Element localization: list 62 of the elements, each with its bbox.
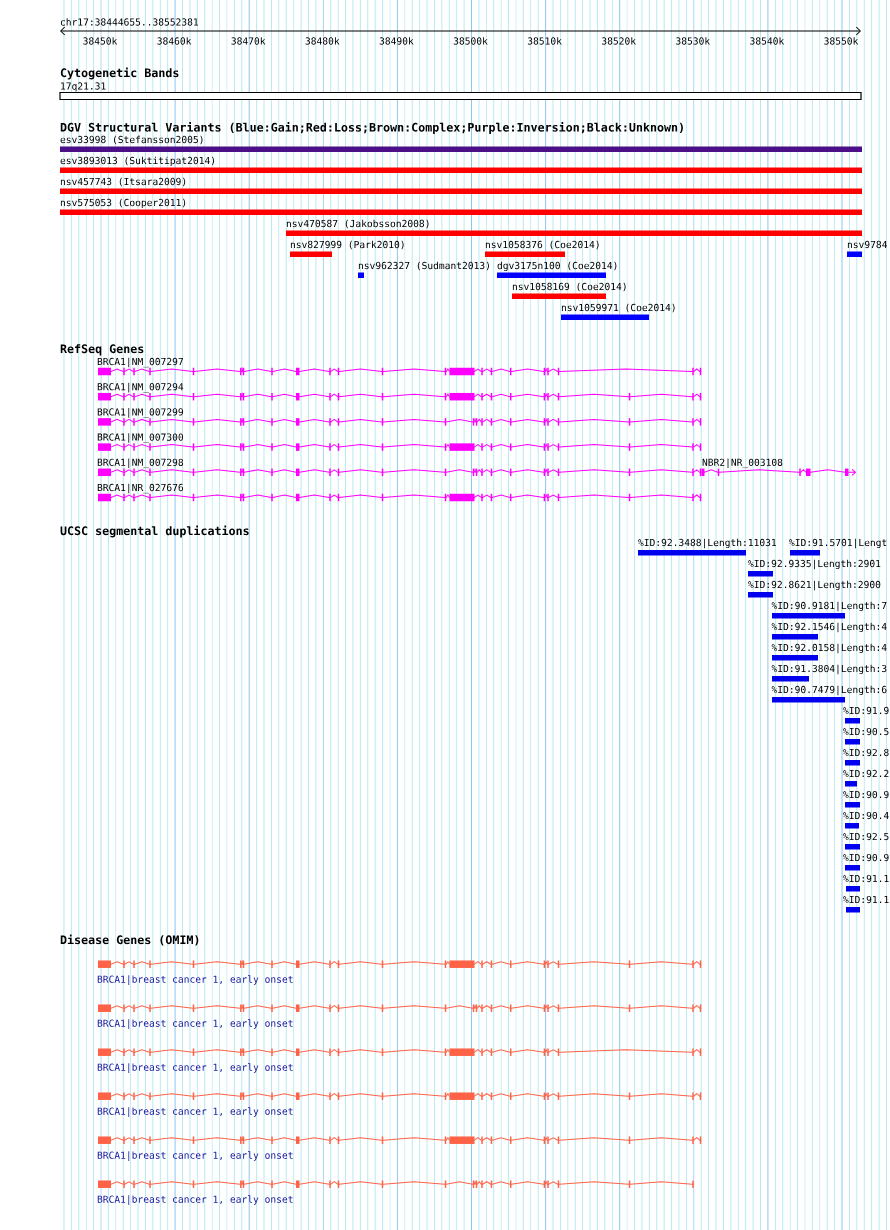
- duplication-label: %ID:91.1: [843, 895, 889, 904]
- gene-label: BRCA1|NM_007298: [97, 458, 184, 469]
- band-label: 17q21.31: [61, 82, 106, 92]
- duplication-label: %ID:92.3488|Length:11031: [638, 538, 777, 549]
- duplication-label: %ID:90.9181|Length:7: [771, 601, 887, 612]
- tick-label: 38500k: [453, 37, 488, 45]
- gene-label: NBR2|NR_003108: [702, 458, 783, 469]
- tick-label: 38490k: [379, 37, 414, 45]
- duplication-label: %ID:90.7479|Length:6: [771, 685, 887, 696]
- duplication-label: %ID:90.4: [843, 811, 889, 820]
- duplication-label: %ID:91.1: [843, 874, 889, 883]
- variant-label: nsv575053 (Cooper2011): [60, 198, 186, 208]
- disease-gene-label: BRCA1|breast cancer 1, early onset: [97, 975, 293, 985]
- duplication-label: %ID:90.9: [843, 790, 889, 799]
- track-heading: Cytogenetic Bands: [60, 67, 179, 80]
- tick-label: 38540k: [750, 37, 785, 45]
- variant-label: nsv9784: [847, 240, 887, 249]
- duplication-label: %ID:92.1546|Length:4: [771, 622, 887, 633]
- track-heading: UCSC segmental duplications: [60, 525, 249, 538]
- variant-label: nsv1058169 (Coe2014): [512, 282, 626, 292]
- tick-label: 38520k: [602, 37, 636, 45]
- duplication-label: %ID:92.8: [843, 748, 889, 757]
- duplication-label: %ID:92.9335|Length:2901: [748, 559, 881, 570]
- duplication-label: %ID:92.2: [843, 769, 889, 778]
- tick-label: 38450k: [83, 37, 118, 45]
- tick-label: 38510k: [527, 37, 562, 45]
- gene-label: BRCA1|NM_007294: [97, 382, 184, 393]
- duplication-label: %ID:91.5701|Lengt: [789, 538, 887, 549]
- variant-label: nsv1059971 (Coe2014): [561, 303, 675, 313]
- variant-label: nsv470587 (Jakobsson2008): [286, 219, 429, 229]
- track-heading: Disease Genes (OMIM): [60, 934, 199, 946]
- gene-label: BRCA1|NM_007297: [97, 357, 183, 368]
- duplication-label: %ID:91.9: [843, 706, 889, 715]
- duplication-label: %ID:90.9: [843, 853, 889, 862]
- tick-label: 38480k: [305, 37, 340, 45]
- variant-label: esv33998 (Stefansson2005): [60, 135, 203, 145]
- variant-label: nsv962327 (Sudmant2013): [358, 261, 489, 271]
- disease-gene-label: BRCA1|breast cancer 1, early onset: [97, 1151, 293, 1161]
- tick-label: 38460k: [157, 37, 192, 45]
- disease-gene-label: BRCA1|breast cancer 1, early onset: [97, 1019, 293, 1029]
- tick-label: 38550k: [824, 37, 859, 45]
- tick-label: 38530k: [676, 37, 710, 45]
- duplication-label: %ID:92.8621|Length:2900: [748, 580, 881, 591]
- gene-label: BRCA1|NM_007299: [97, 408, 184, 418]
- variant-label: nsv457743 (Itsara2009): [60, 177, 186, 187]
- variant-label: dgv3175n100 (Coe2014): [497, 261, 617, 272]
- disease-gene-label: BRCA1|breast cancer 1, early onset: [97, 1063, 293, 1073]
- track-heading: RefSeq Genes: [60, 344, 144, 356]
- variant-label: nsv827999 (Park2010): [290, 240, 404, 250]
- duplication-label: %ID:92.5: [843, 832, 889, 841]
- duplication-label: %ID:90.5: [843, 727, 889, 736]
- duplication-label: %ID:91.3804|Length:3: [771, 664, 887, 675]
- coordinate-label: chr17:38444655..38552381: [60, 18, 199, 26]
- track-heading: DGV Structural Variants (Blue:Gain;Red:Loss;Brown:Complex;Purple:Inversion;Black:Unknown): [60, 122, 683, 134]
- duplication-label: %ID:92.0158|Length:4: [771, 643, 887, 654]
- variant-label: esv3893013 (Suktitipat2014): [60, 156, 215, 166]
- disease-gene-label: BRCA1|breast cancer 1, early onset: [97, 1195, 293, 1205]
- tick-label: 38470k: [231, 37, 266, 45]
- gene-label: BRCA1|NR_027676: [97, 483, 184, 494]
- disease-gene-label: BRCA1|breast cancer 1, early onset: [97, 1107, 293, 1117]
- gene-label: BRCA1|NM_007300: [97, 433, 184, 443]
- variant-label: nsv1058376 (Coe2014): [485, 240, 599, 250]
